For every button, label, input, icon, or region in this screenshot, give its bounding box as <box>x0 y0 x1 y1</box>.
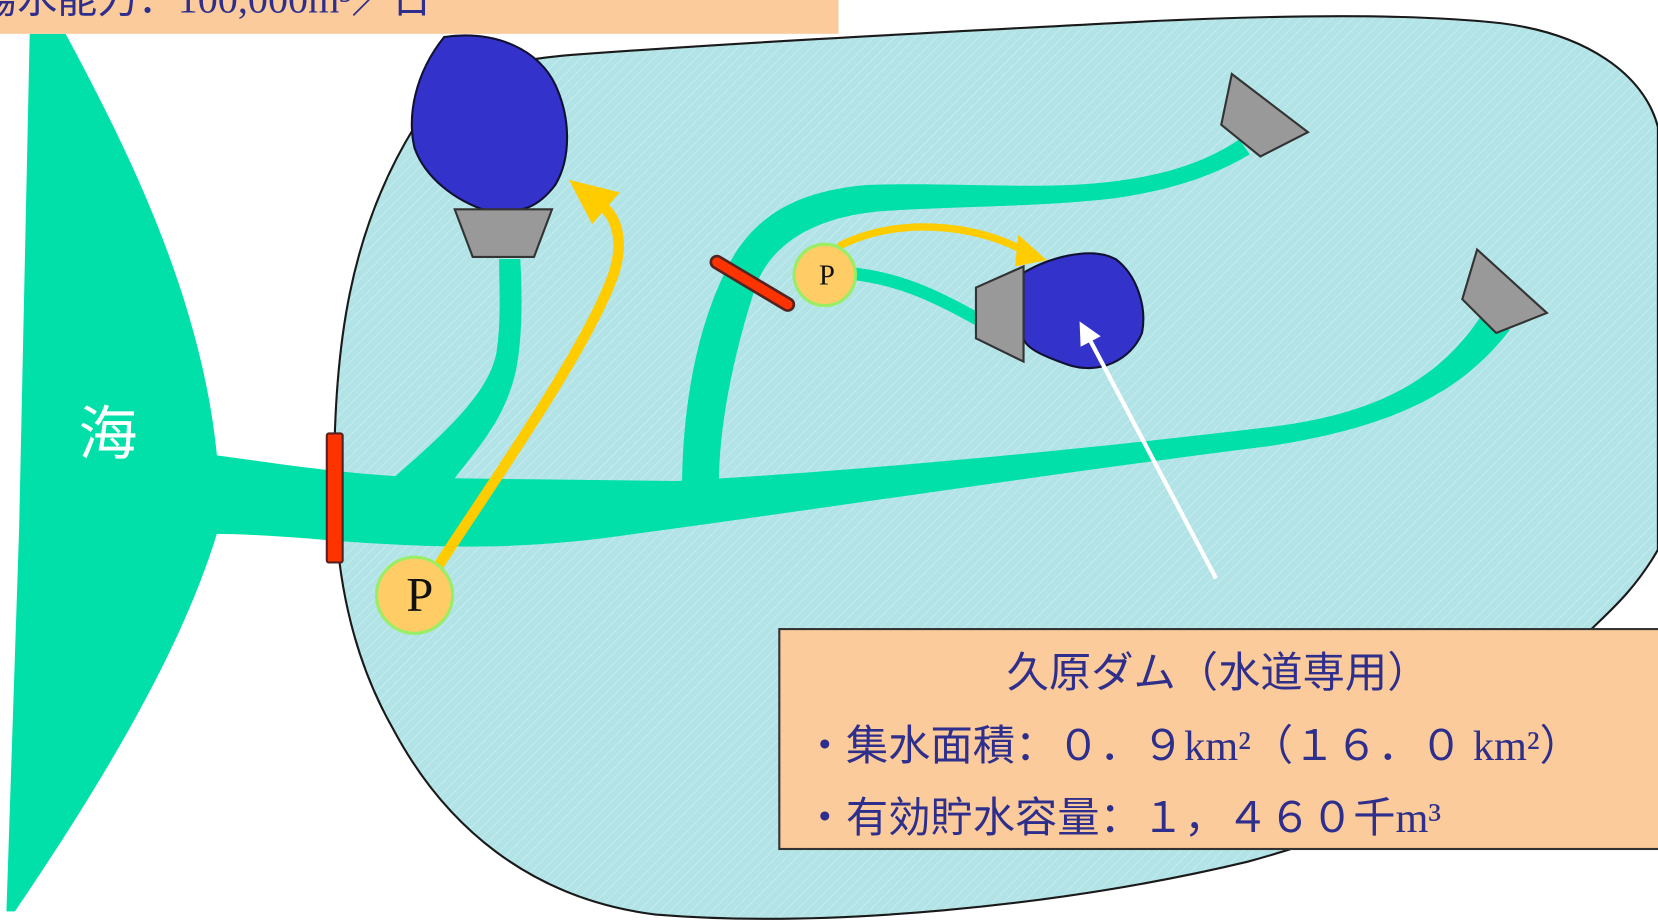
tributary-upper-dam <box>393 259 522 482</box>
dam-info-storage: ・有効貯水容量：１，４６０千m³ <box>804 795 1442 842</box>
upper-dam-reservoir <box>410 34 569 213</box>
pump-station-large-label: P <box>406 568 433 622</box>
sea-label: 海 <box>78 402 137 468</box>
upper-dam-body <box>453 208 554 258</box>
pump-station-large: P <box>374 555 455 635</box>
pointer-arrowhead <box>1079 321 1101 347</box>
upper-right-intake <box>1220 72 1310 158</box>
pumping-arrowhead-kuhara <box>1015 234 1047 267</box>
tributary-weir <box>712 257 793 310</box>
sea <box>6 33 217 912</box>
dam-info-box <box>778 628 1658 851</box>
pump-station-small: P <box>792 242 858 308</box>
tributary-upper-right <box>682 139 1250 483</box>
pointer-arrow-line <box>1087 337 1218 580</box>
pump-station-large-circle <box>374 555 455 635</box>
right-intake <box>1461 247 1549 335</box>
pumping-arrow-to-kuhara-dam <box>836 223 1026 254</box>
pump-station-small-circle <box>792 242 858 308</box>
kuhara-dam-reservoir <box>1022 252 1145 370</box>
estuary-weir <box>325 432 344 564</box>
dam-info-title: 久原ダム（水道専用） <box>1007 650 1430 697</box>
dam-info-catchment: ・集水面積：０．９km²（１６．０ km²） <box>804 723 1582 770</box>
kuhara-dam-body <box>974 264 1025 364</box>
main-river <box>211 317 1510 547</box>
header-label-box <box>0 0 839 34</box>
pumping-arrow-to-upper-dam <box>426 197 624 582</box>
pump-station-small-label: P <box>819 260 835 291</box>
channel-to-kuhara-dam <box>843 266 987 329</box>
pumping-arrowhead-upper <box>568 179 620 225</box>
header-label: 揚水能力：100,000m³／日 <box>0 0 432 22</box>
